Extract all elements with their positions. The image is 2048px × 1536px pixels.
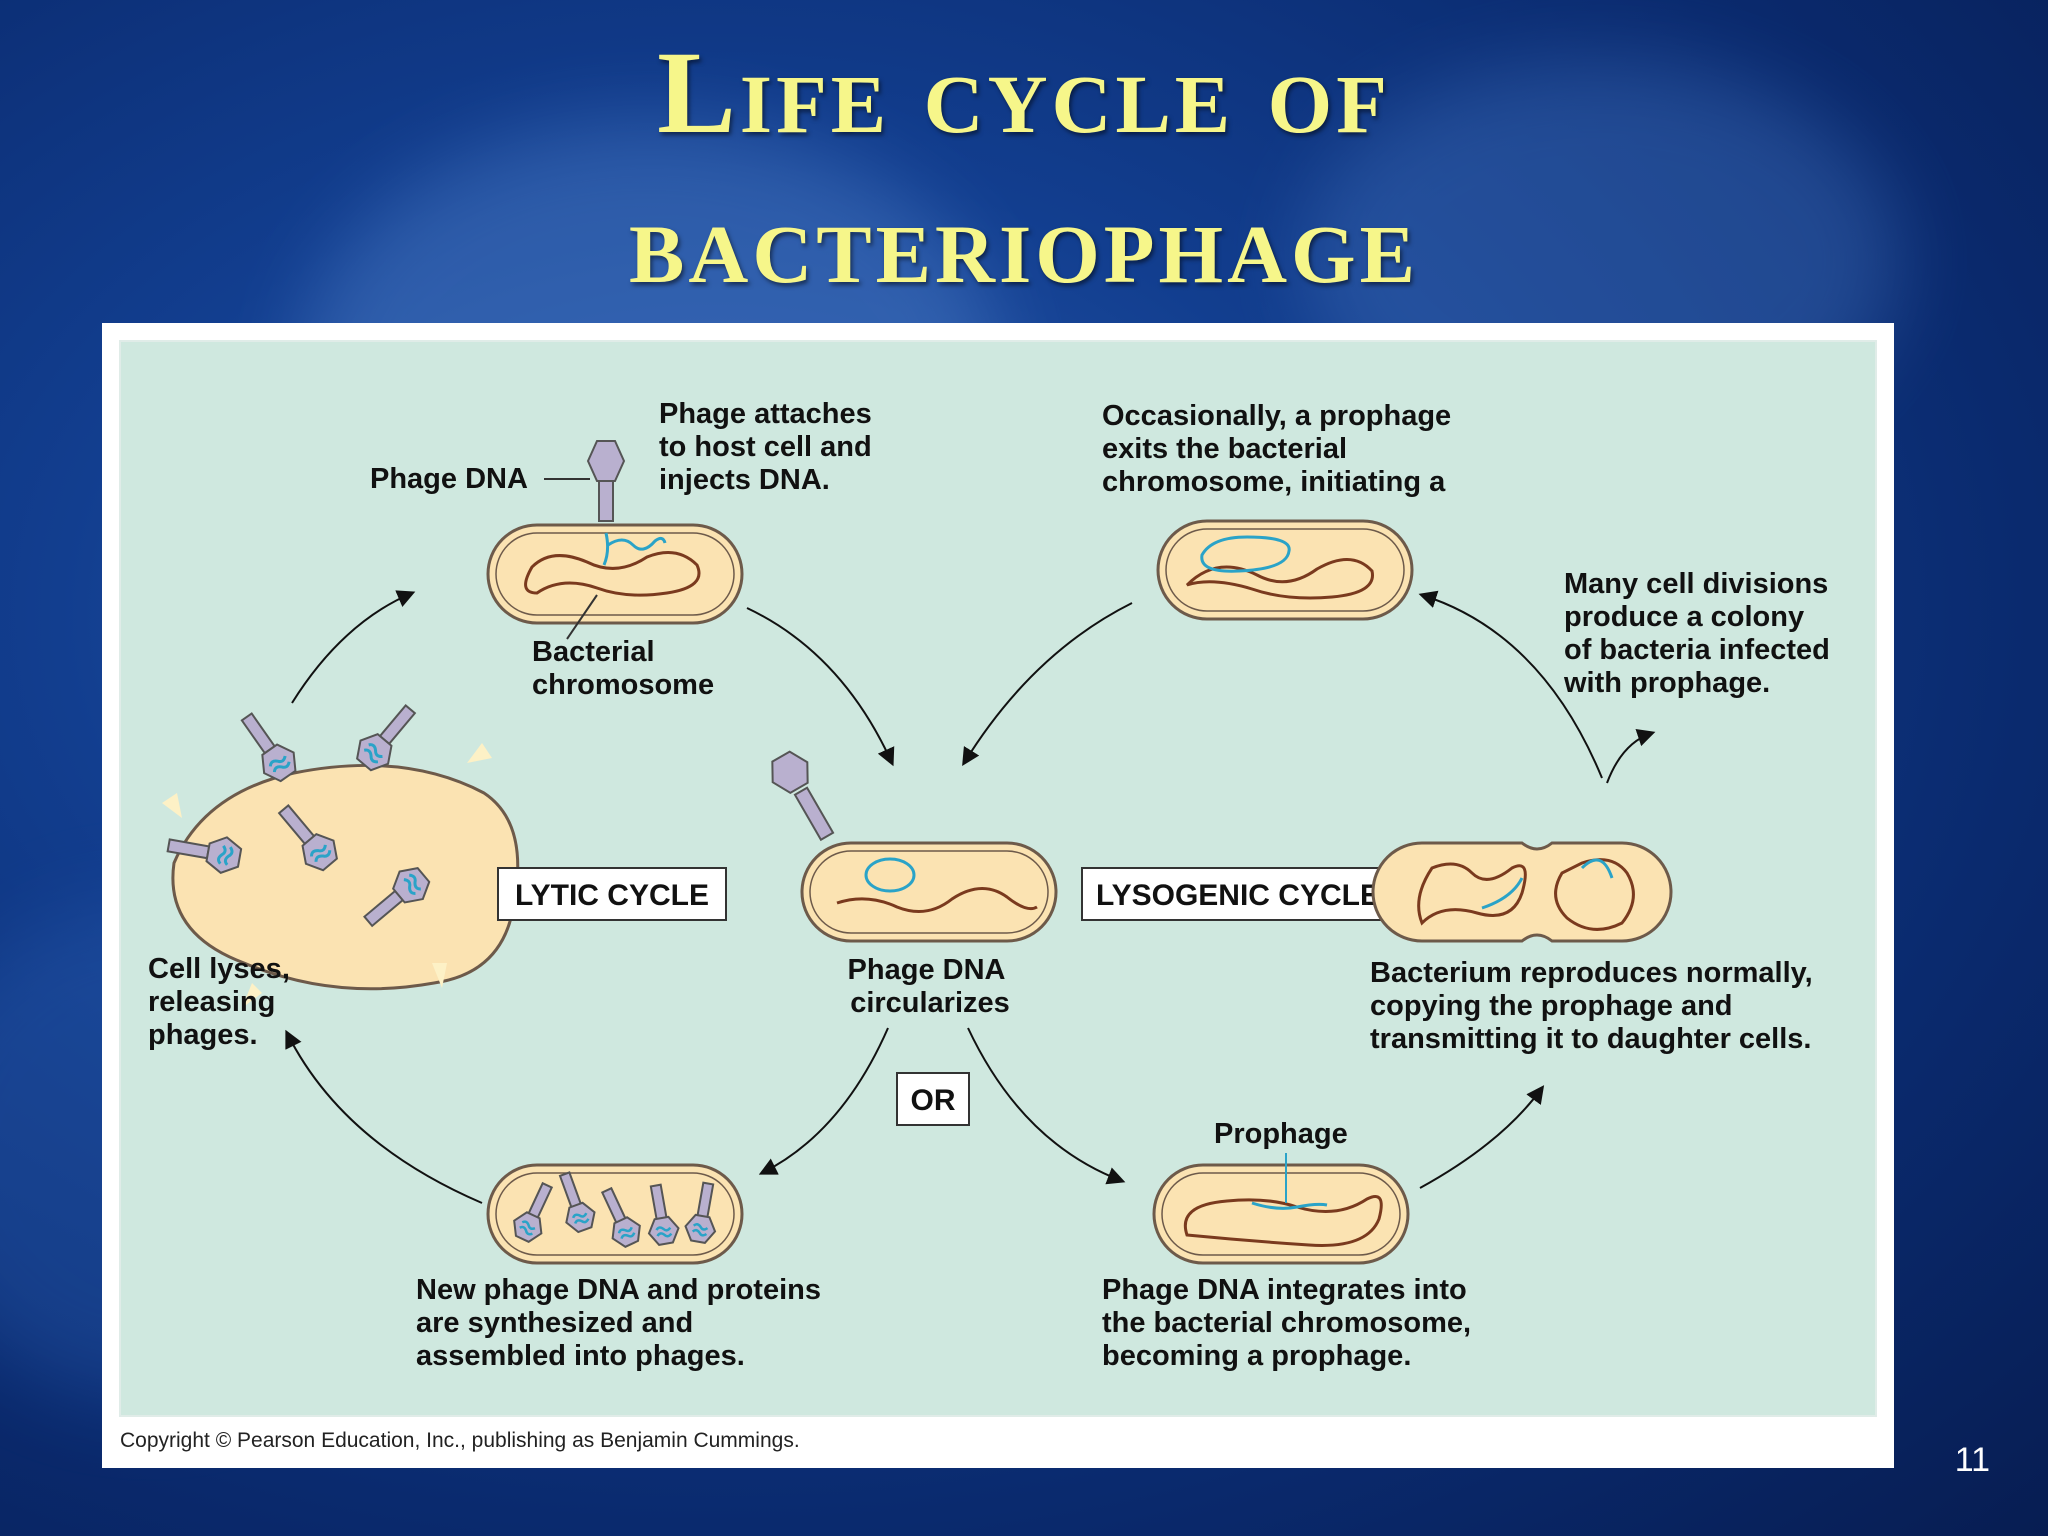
label-circularizes: Phage DNA circularizes: [848, 954, 1013, 1019]
cycle-arrows: [285, 590, 1656, 1204]
label-lyses: Cell lyses, releasing phages.: [148, 953, 298, 1051]
label-bacterial-chromosome: Bacterial chromosome: [532, 636, 714, 701]
arrow-center-to-synthesis: [758, 1027, 889, 1175]
phage-life-cycle-diagram: Phage DNA Phage attaches to host cell an…: [119, 340, 1877, 1452]
arrow-dividing-to-colony: [1606, 729, 1656, 784]
label-divisions: Many cell divisions produce a colony of …: [1563, 568, 1838, 699]
arrow-integration-to-dividing: [1419, 1085, 1545, 1189]
label-prophage: Prophage: [1214, 1118, 1348, 1150]
attaching-phage: [586, 440, 626, 522]
bacterial-chromosome-1: [524, 551, 701, 597]
arrow-dividing-to-exit: [1418, 590, 1603, 779]
label-synthesized: New phage DNA and proteins are synthesiz…: [416, 1274, 829, 1372]
lysed-cell: [162, 704, 542, 1008]
excised-prophage: [1200, 535, 1291, 573]
injected-dna: [602, 532, 667, 566]
title-line-1: Life cycle of: [657, 27, 1391, 158]
copyright-notice: Copyright © Pearson Education, Inc., pub…: [120, 1429, 800, 1452]
cell-circularizes: [771, 750, 1058, 943]
title-line-2: bacteriophage: [629, 177, 1419, 308]
figure-frame: Phage DNA Phage attaches to host cell an…: [102, 323, 1894, 1468]
cell-exit: [1156, 519, 1414, 621]
arrow-synthesis-to-lysed: [285, 1029, 483, 1204]
empty-phage-coat: [771, 750, 835, 842]
label-phage-dna: Phage DNA: [370, 463, 528, 495]
cell-synthesis: [486, 1163, 744, 1265]
label-exit: Occasionally, a prophage exits the bacte…: [1102, 400, 1459, 498]
circular-phage-dna: [864, 857, 916, 893]
lytic-cycle-label: LYTIC CYCLE: [515, 879, 709, 912]
arrow-exit-to-center: [962, 602, 1133, 767]
cell-integration: [1152, 1153, 1410, 1265]
or-box: [896, 1072, 970, 1126]
label-integrates: Phage DNA integrates into the bacterial …: [1102, 1274, 1479, 1372]
slide-title: Life cycle of bacteriophage: [0, 18, 2048, 318]
arrow-attach-to-center: [746, 607, 895, 767]
label-attach: Phage attaches to host cell and injects …: [659, 398, 880, 496]
prophage-in-dividing-cell: [1481, 858, 1614, 910]
arrow-lysed-to-attach: [291, 590, 416, 704]
slide-number: 11: [1954, 1441, 1990, 1479]
lysogenic-cycle-label: LYSOGENIC CYCLE: [1096, 879, 1380, 912]
lytic-cycle-box: [497, 867, 727, 921]
lysogenic-cycle-box: [1081, 867, 1395, 921]
arrow-center-to-integration: [967, 1027, 1126, 1185]
integrated-prophage: [1251, 1201, 1328, 1210]
or-label: OR: [911, 1084, 956, 1117]
label-reproduces: Bacterium reproduces normally, copying t…: [1370, 957, 1821, 1055]
cell-attach: [486, 440, 744, 640]
cell-dividing: [1371, 841, 1673, 943]
